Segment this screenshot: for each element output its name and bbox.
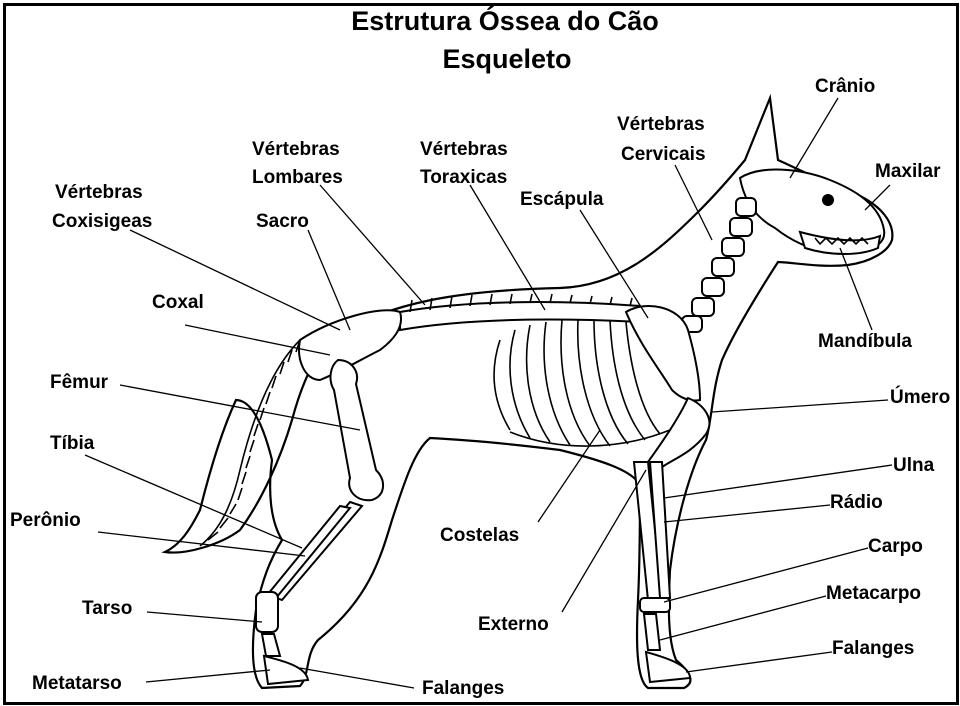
label-umero: Úmero [890, 386, 950, 408]
label-metatarso: Metatarso [32, 673, 122, 694]
label-cranio: Crânio [815, 76, 875, 97]
label-ulna: Ulna [893, 455, 935, 476]
label-tibia: Tíbia [50, 433, 95, 454]
label-mandibula: Mandíbula [818, 331, 912, 352]
label-coxal: Coxal [152, 292, 204, 313]
label-falanges-hind: Falanges [422, 678, 504, 699]
label-metacarpo: Metacarpo [826, 583, 921, 604]
label-costelas: Costelas [440, 525, 519, 546]
label-vertebras-coxisigeas-2: Coxisigeas [52, 211, 152, 232]
label-vertebras-lombares-2: Lombares [252, 167, 343, 188]
label-peronio: Perônio [10, 510, 81, 531]
label-vertebras-coxisigeas-1: Vértebras [55, 182, 143, 203]
label-vertebras-cervicais-1: Vértebras [617, 114, 705, 135]
label-femur: Fêmur [50, 372, 109, 393]
label-tarso: Tarso [82, 598, 132, 619]
label-falanges-front: Falanges [832, 638, 914, 659]
label-vertebras-cervicais-2: Cervicais [621, 144, 706, 165]
label-sacro: Sacro [256, 211, 309, 232]
label-maxilar: Maxilar [875, 161, 941, 182]
label-carpo: Carpo [868, 536, 923, 557]
label-externo: Externo [478, 614, 549, 635]
label-vertebras-toraxicas-1: Vértebras [420, 139, 508, 160]
diagram-subtitle: Esqueleto [442, 44, 571, 74]
label-vertebras-toraxicas-2: Toraxicas [420, 167, 507, 188]
diagram-title: Estrutura Óssea do Cão [351, 5, 659, 36]
label-vertebras-lombares-1: Vértebras [252, 139, 340, 160]
label-escapula: Escápula [520, 189, 604, 210]
label-radio: Rádio [830, 492, 883, 513]
